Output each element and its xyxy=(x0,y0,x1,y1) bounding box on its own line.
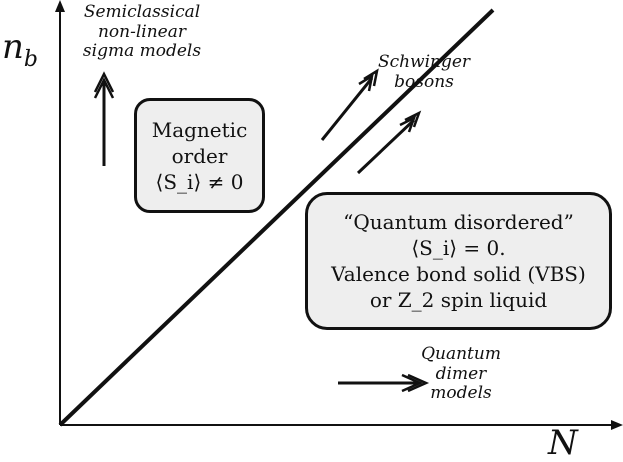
dimer-arrow-head-outer xyxy=(401,373,424,393)
magnetic-order-line-3: ⟨S_i⟩ ≠ 0 xyxy=(155,169,244,194)
y-axis-label: nb xyxy=(2,27,38,72)
semiclassical-arrow-head-outer xyxy=(93,77,115,99)
quantum-disordered-line-4: or Z_2 spin liquid xyxy=(369,288,548,312)
diagonal-line xyxy=(58,8,495,427)
dimer-arrow-head-inner xyxy=(407,373,430,393)
quantum-dimer-line-2: dimer xyxy=(435,363,487,384)
x-axis-arrowhead xyxy=(611,420,623,430)
semiclassical-arrow-head-inner xyxy=(93,71,115,93)
x-axis-label: N xyxy=(548,423,578,462)
quantum-disordered-line-3: Valence bond solid (VBS) xyxy=(331,262,586,286)
schwinger-arrow-1-head-outer xyxy=(358,73,374,92)
semiclassical-line-1: Semiclassical xyxy=(83,2,201,22)
semiclassical-line-3: sigma models xyxy=(82,41,202,62)
schwinger-arrow-1-head-inner xyxy=(363,68,379,87)
y-axis-arrowhead xyxy=(55,0,65,12)
quantum-dimer-label: Quantum dimer models xyxy=(416,344,506,404)
semiclassical-line-2: non-linear xyxy=(97,21,187,42)
quantum-disordered-line-2: ⟨S_i⟩ = 0. xyxy=(411,236,506,260)
schwinger-arrow-1-shaft xyxy=(320,77,374,141)
schwinger-label: Schwinger bosons xyxy=(372,52,476,92)
magnetic-order-line-1: Magnetic xyxy=(151,117,248,142)
magnetic-order-line-2: order xyxy=(171,143,228,168)
quantum-dimer-line-1: Quantum xyxy=(421,344,501,364)
schwinger-arrow-2-head-outer xyxy=(399,115,417,133)
magnetic-order-box: Magnetic order ⟨S_i⟩ ≠ 0 xyxy=(134,98,265,213)
schwinger-line-1: Schwinger xyxy=(377,52,471,72)
schwinger-arrow-2-shaft xyxy=(356,118,416,175)
quantum-disordered-line-1: “Quantum disordered” xyxy=(343,210,574,234)
quantum-disordered-box: “Quantum disordered” ⟨S_i⟩ = 0. Valence … xyxy=(305,192,612,330)
semiclassical-label: Semiclassical non-linear sigma models xyxy=(74,2,210,62)
schwinger-line-2: bosons xyxy=(394,71,454,92)
quantum-dimer-line-3: models xyxy=(430,383,492,404)
schwinger-arrow-2-head-inner xyxy=(404,110,422,128)
